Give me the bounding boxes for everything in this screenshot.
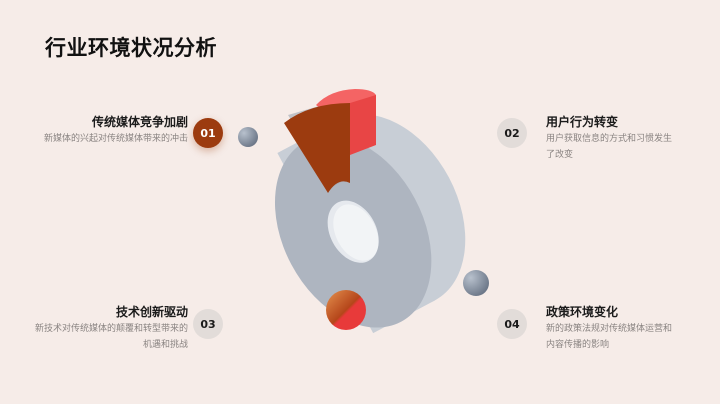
item-title-04: 政策环境变化 xyxy=(546,305,619,319)
item-desc-03: 新技术对传统媒体的颠覆和转型带来的机遇和挑战 xyxy=(34,324,188,350)
item-title-01: 传统媒体竞争加剧 xyxy=(91,115,188,129)
ring-chart-illustration xyxy=(274,89,466,334)
item-desc-04: 新的政策法规对传统媒体运营和内容传播的影响 xyxy=(546,324,673,350)
item-title-03: 技术创新驱动 xyxy=(115,305,188,319)
sphere-decoration-icon xyxy=(463,270,489,296)
page-title: 行业环境状况分析 xyxy=(45,36,217,60)
sphere-decoration-icon xyxy=(238,127,258,147)
item-desc-02: 用户获取信息的方式和习惯发生了改变 xyxy=(546,134,673,160)
badge-03[interactable]: 03 xyxy=(193,309,223,339)
badge-02[interactable]: 02 xyxy=(497,118,527,148)
item-title-02: 用户行为转变 xyxy=(546,115,619,129)
badge-04[interactable]: 04 xyxy=(497,309,527,339)
item-desc-01: 新媒体的兴起对传统媒体带来的冲击 xyxy=(43,134,188,144)
badge-01[interactable]: 01 xyxy=(193,118,223,148)
